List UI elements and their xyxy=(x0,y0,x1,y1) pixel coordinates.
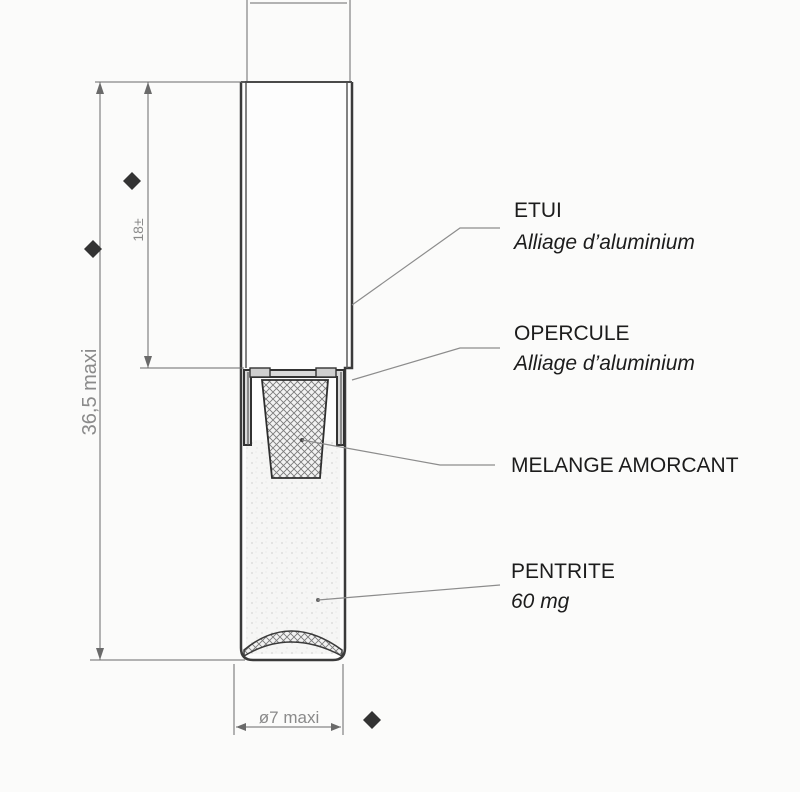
opercule-material: Alliage d’aluminium xyxy=(512,352,695,375)
diameter-dimension: ø7 maxi xyxy=(233,664,381,735)
label-pentrite: PENTRITE 60 mg xyxy=(511,560,615,613)
label-etui: ETUI Alliage d’aluminium xyxy=(512,199,695,254)
opercule-cup xyxy=(243,367,345,446)
detonator-body xyxy=(239,81,354,662)
opercule-title: OPERCULE xyxy=(514,322,630,345)
top-dimension xyxy=(246,0,351,82)
etui-material: Alliage d’aluminium xyxy=(512,231,695,254)
tolerance-diamond-total xyxy=(84,240,102,258)
tolerance-diamond-diameter xyxy=(363,711,381,729)
upper-length-dimension: 18± xyxy=(123,82,244,369)
pentrite-title: PENTRITE xyxy=(511,560,615,583)
pentrite-mass: 60 mg xyxy=(511,590,570,613)
diameter-label: ø7 maxi xyxy=(259,708,319,727)
total-length-label: 36,5 maxi xyxy=(79,349,101,436)
melange-amorcant xyxy=(261,379,329,479)
total-length-dimension: 36,5 maxi xyxy=(79,81,245,661)
upper-length-label: 18± xyxy=(130,218,146,242)
label-opercule: OPERCULE Alliage d’aluminium xyxy=(512,322,695,375)
tolerance-diamond-upper xyxy=(123,172,141,190)
bottom-cup xyxy=(243,630,343,658)
label-melange: MELANGE AMORCANT xyxy=(511,454,739,477)
leader-lines xyxy=(301,227,501,601)
etui-title: ETUI xyxy=(514,199,562,222)
melange-title: MELANGE AMORCANT xyxy=(511,454,739,477)
